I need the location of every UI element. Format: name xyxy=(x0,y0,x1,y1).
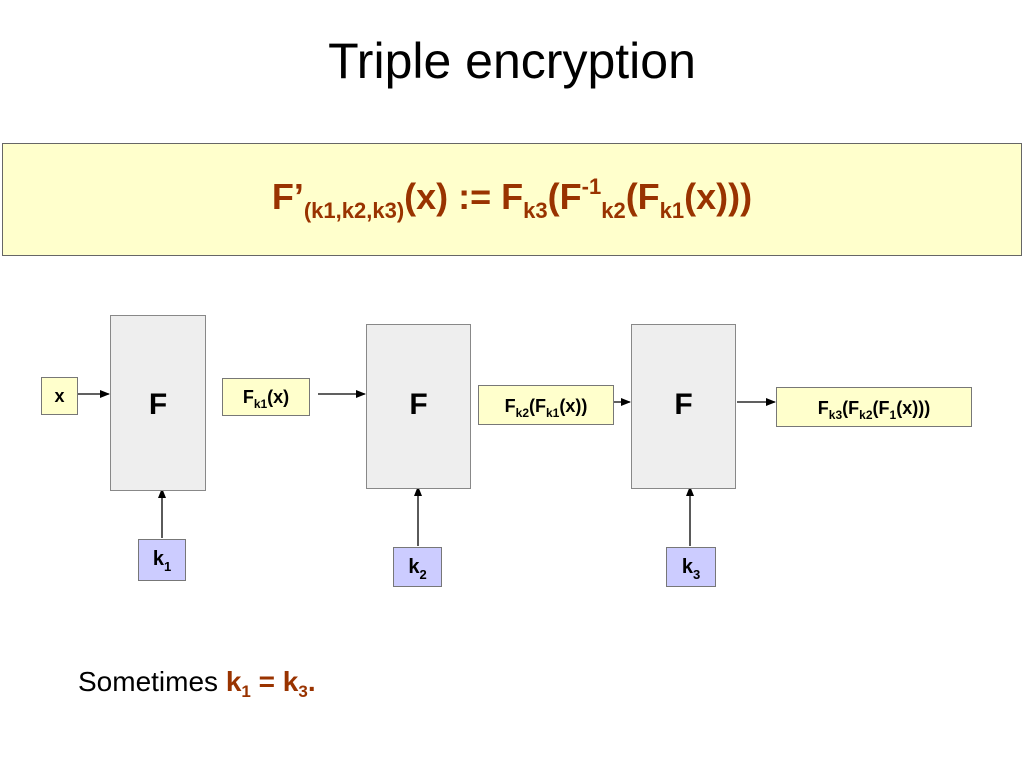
note-end: . xyxy=(307,666,316,697)
key-k1-sub: 1 xyxy=(163,559,172,574)
f-block-3-label: F xyxy=(674,388,693,421)
formula-k1: k1 xyxy=(659,198,685,223)
slide-title: Triple encryption xyxy=(328,33,696,89)
note-eq: = xyxy=(250,666,283,697)
note-highlight: k1 = k3. xyxy=(225,666,316,700)
f-block-1-label: F xyxy=(148,388,168,421)
formula-open2: (F xyxy=(625,176,660,217)
intermediate-1-k: k1 xyxy=(253,397,268,411)
output-k: k3 xyxy=(828,408,843,422)
output-k-mid: k2 xyxy=(859,408,873,422)
note-text: Sometimes k1 = k3. xyxy=(78,664,316,700)
note-prefix: Sometimes xyxy=(78,666,226,697)
intermediate-2-k: k2 xyxy=(515,406,529,420)
note-k-a: k xyxy=(225,666,242,697)
key-k3-box: k3 xyxy=(666,547,716,587)
key-k2-box: k2 xyxy=(393,547,442,587)
intermediate-1-rest: (x) xyxy=(267,387,290,407)
output-mid: (F xyxy=(842,398,860,418)
output-mid2: (F xyxy=(872,398,890,418)
key-k1-box: k1 xyxy=(138,539,186,581)
output-rest: (x))) xyxy=(896,398,931,418)
intermediate-2-k-inner: k1 xyxy=(546,406,560,420)
key-k2-sub: 2 xyxy=(419,567,427,582)
formula-k3: k3 xyxy=(523,198,548,223)
formula-x-def: (x) := F xyxy=(404,176,524,217)
formula-f-prime: F’ xyxy=(271,176,304,217)
key-k3-base: k xyxy=(681,556,693,578)
formula-k2: k2 xyxy=(601,198,626,223)
intermediate-2-f: F xyxy=(504,396,516,416)
key-k1-base: k xyxy=(152,548,164,570)
f-block-3: F xyxy=(631,324,736,489)
output-f: F xyxy=(817,398,829,418)
f-block-2: F xyxy=(366,324,471,489)
key-k2-base: k xyxy=(408,556,420,578)
formula-tail: (x))) xyxy=(684,176,753,217)
f-block-2-label: F xyxy=(409,388,428,421)
input-x-box: x xyxy=(41,377,78,415)
output-k-inner: 1 xyxy=(889,408,897,422)
input-x-label: x xyxy=(54,386,65,406)
formula-inverse: -1 xyxy=(581,174,602,199)
formula-params: (k1,k2,k3) xyxy=(303,198,405,223)
note-sub-b: 3 xyxy=(298,682,308,701)
intermediate-2-rest: (x)) xyxy=(559,396,588,416)
triple-encryption-formula: F’(k1,k2,k3)(x) := Fk3(F-1k2(Fk1(x))) xyxy=(3,172,1021,222)
note-k-b: k xyxy=(282,666,299,697)
intermediate-2-mid: (F xyxy=(529,396,546,416)
intermediate-1-f: F xyxy=(242,387,254,407)
formula-open: (F xyxy=(547,176,582,217)
output-box: Fk3(Fk2(F1(x))) xyxy=(776,387,972,427)
note-sub-a: 1 xyxy=(241,682,251,701)
f-block-1: F xyxy=(110,315,206,491)
key-k3-sub: 3 xyxy=(692,567,701,582)
intermediate-2-box: Fk2(Fk1(x)) xyxy=(478,385,614,425)
intermediate-1-box: Fk1(x) xyxy=(222,378,310,416)
formula-box: F’(k1,k2,k3)(x) := Fk3(F-1k2(Fk1(x))) xyxy=(2,143,1022,256)
